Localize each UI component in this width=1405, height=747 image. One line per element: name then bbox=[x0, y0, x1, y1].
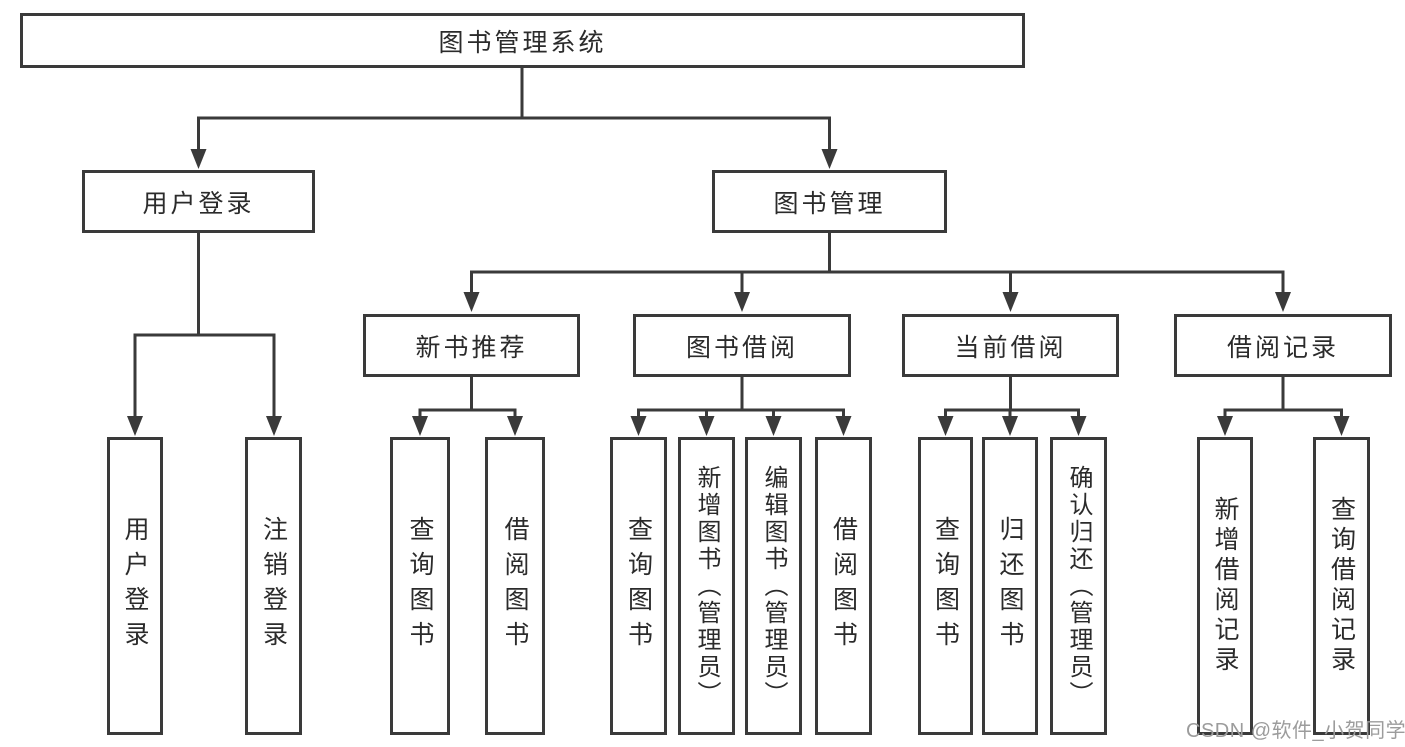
node-book-borrowing: 图书借阅 bbox=[633, 314, 851, 377]
arrowhead-icon bbox=[190, 149, 207, 169]
leaf-edit-book-admin: 编辑图书（管理员） bbox=[745, 437, 802, 735]
arrowhead-icon bbox=[1217, 416, 1233, 436]
leaf-add-borrow-record: 新增借阅记录 bbox=[1197, 437, 1253, 735]
node-label: 借阅图书 bbox=[829, 516, 858, 656]
node-label: 图书借阅 bbox=[685, 333, 798, 362]
leaf-logout: 注销登录 bbox=[245, 437, 302, 735]
leaf-query-books-current: 查询图书 bbox=[918, 437, 973, 735]
arrowheads bbox=[127, 149, 1350, 436]
arrowhead-icon bbox=[937, 416, 954, 436]
node-new-book-recommend: 新书推荐 bbox=[363, 314, 580, 377]
leaf-confirm-return-admin: 确认归还（管理员） bbox=[1050, 437, 1107, 735]
arrowhead-icon bbox=[821, 149, 838, 169]
leaf-borrow-books-recommend: 借阅图书 bbox=[485, 437, 545, 735]
connector-borrow-record-to-children bbox=[1223, 375, 1343, 420]
node-label: 用户登录 bbox=[142, 189, 255, 218]
node-root-system: 图书管理系统 bbox=[20, 13, 1025, 68]
arrowhead-icon bbox=[698, 416, 715, 436]
node-label: 查询图书 bbox=[624, 516, 653, 656]
node-label: 归还图书 bbox=[996, 516, 1024, 656]
arrowhead-icon bbox=[1275, 292, 1291, 312]
node-label: 借阅记录 bbox=[1226, 333, 1339, 362]
arrowhead-icon bbox=[266, 416, 282, 436]
node-book-management: 图书管理 bbox=[712, 170, 947, 233]
node-label: 确认归还（管理员） bbox=[1065, 464, 1092, 708]
arrowhead-icon bbox=[1070, 416, 1087, 436]
connector-current-borrow-to-children bbox=[944, 375, 1080, 420]
connector-book-management-to-level3 bbox=[470, 231, 1285, 296]
node-label: 查询图书 bbox=[931, 516, 960, 656]
node-label: 用户登录 bbox=[121, 516, 149, 656]
leaf-query-books-borrow: 查询图书 bbox=[610, 437, 667, 735]
arrowhead-icon bbox=[1333, 416, 1350, 436]
arrowhead-icon bbox=[1002, 292, 1019, 312]
arrowhead-icon bbox=[463, 292, 480, 312]
leaf-query-borrow-record: 查询借阅记录 bbox=[1313, 437, 1370, 735]
node-label: 图书管理 bbox=[773, 189, 886, 218]
node-label: 查询借阅记录 bbox=[1327, 496, 1356, 676]
node-label: 新增借阅记录 bbox=[1211, 496, 1239, 676]
arrowhead-icon bbox=[630, 416, 647, 436]
connector-book-borrow-to-children bbox=[637, 375, 845, 420]
arrowhead-icon bbox=[1002, 416, 1018, 436]
node-label: 注销登录 bbox=[259, 516, 288, 656]
node-label: 查询图书 bbox=[406, 516, 434, 656]
node-user-login: 用户登录 bbox=[82, 170, 315, 233]
arrowhead-icon bbox=[412, 416, 428, 436]
node-current-borrowing: 当前借阅 bbox=[902, 314, 1119, 377]
node-label: 当前借阅 bbox=[954, 333, 1067, 362]
node-label: 编辑图书（管理员） bbox=[760, 464, 787, 708]
arrowhead-icon bbox=[734, 292, 750, 312]
arrowhead-icon bbox=[127, 416, 143, 436]
arrowhead-icon bbox=[507, 416, 523, 436]
node-label: 新书推荐 bbox=[415, 333, 528, 362]
node-label: 借阅图书 bbox=[501, 516, 529, 656]
leaf-borrow-books: 借阅图书 bbox=[815, 437, 872, 735]
node-borrowing-records: 借阅记录 bbox=[1174, 314, 1392, 377]
node-label: 图书管理系统 bbox=[438, 28, 607, 57]
connector-user-login-to-children bbox=[133, 231, 276, 420]
arrowhead-icon bbox=[835, 416, 852, 436]
leaf-return-book: 归还图书 bbox=[982, 437, 1038, 735]
node-label: 新增图书（管理员） bbox=[693, 464, 720, 708]
connector-root-to-level2 bbox=[197, 66, 831, 153]
leaf-add-book-admin: 新增图书（管理员） bbox=[678, 437, 735, 735]
csdn-watermark: CSDN @软件_小贺同学 bbox=[1186, 720, 1405, 742]
leaf-query-books-recommend: 查询图书 bbox=[390, 437, 450, 735]
leaf-user-login: 用户登录 bbox=[107, 437, 163, 735]
arrowhead-icon bbox=[765, 416, 782, 436]
connector-new-book-to-children bbox=[418, 375, 517, 420]
